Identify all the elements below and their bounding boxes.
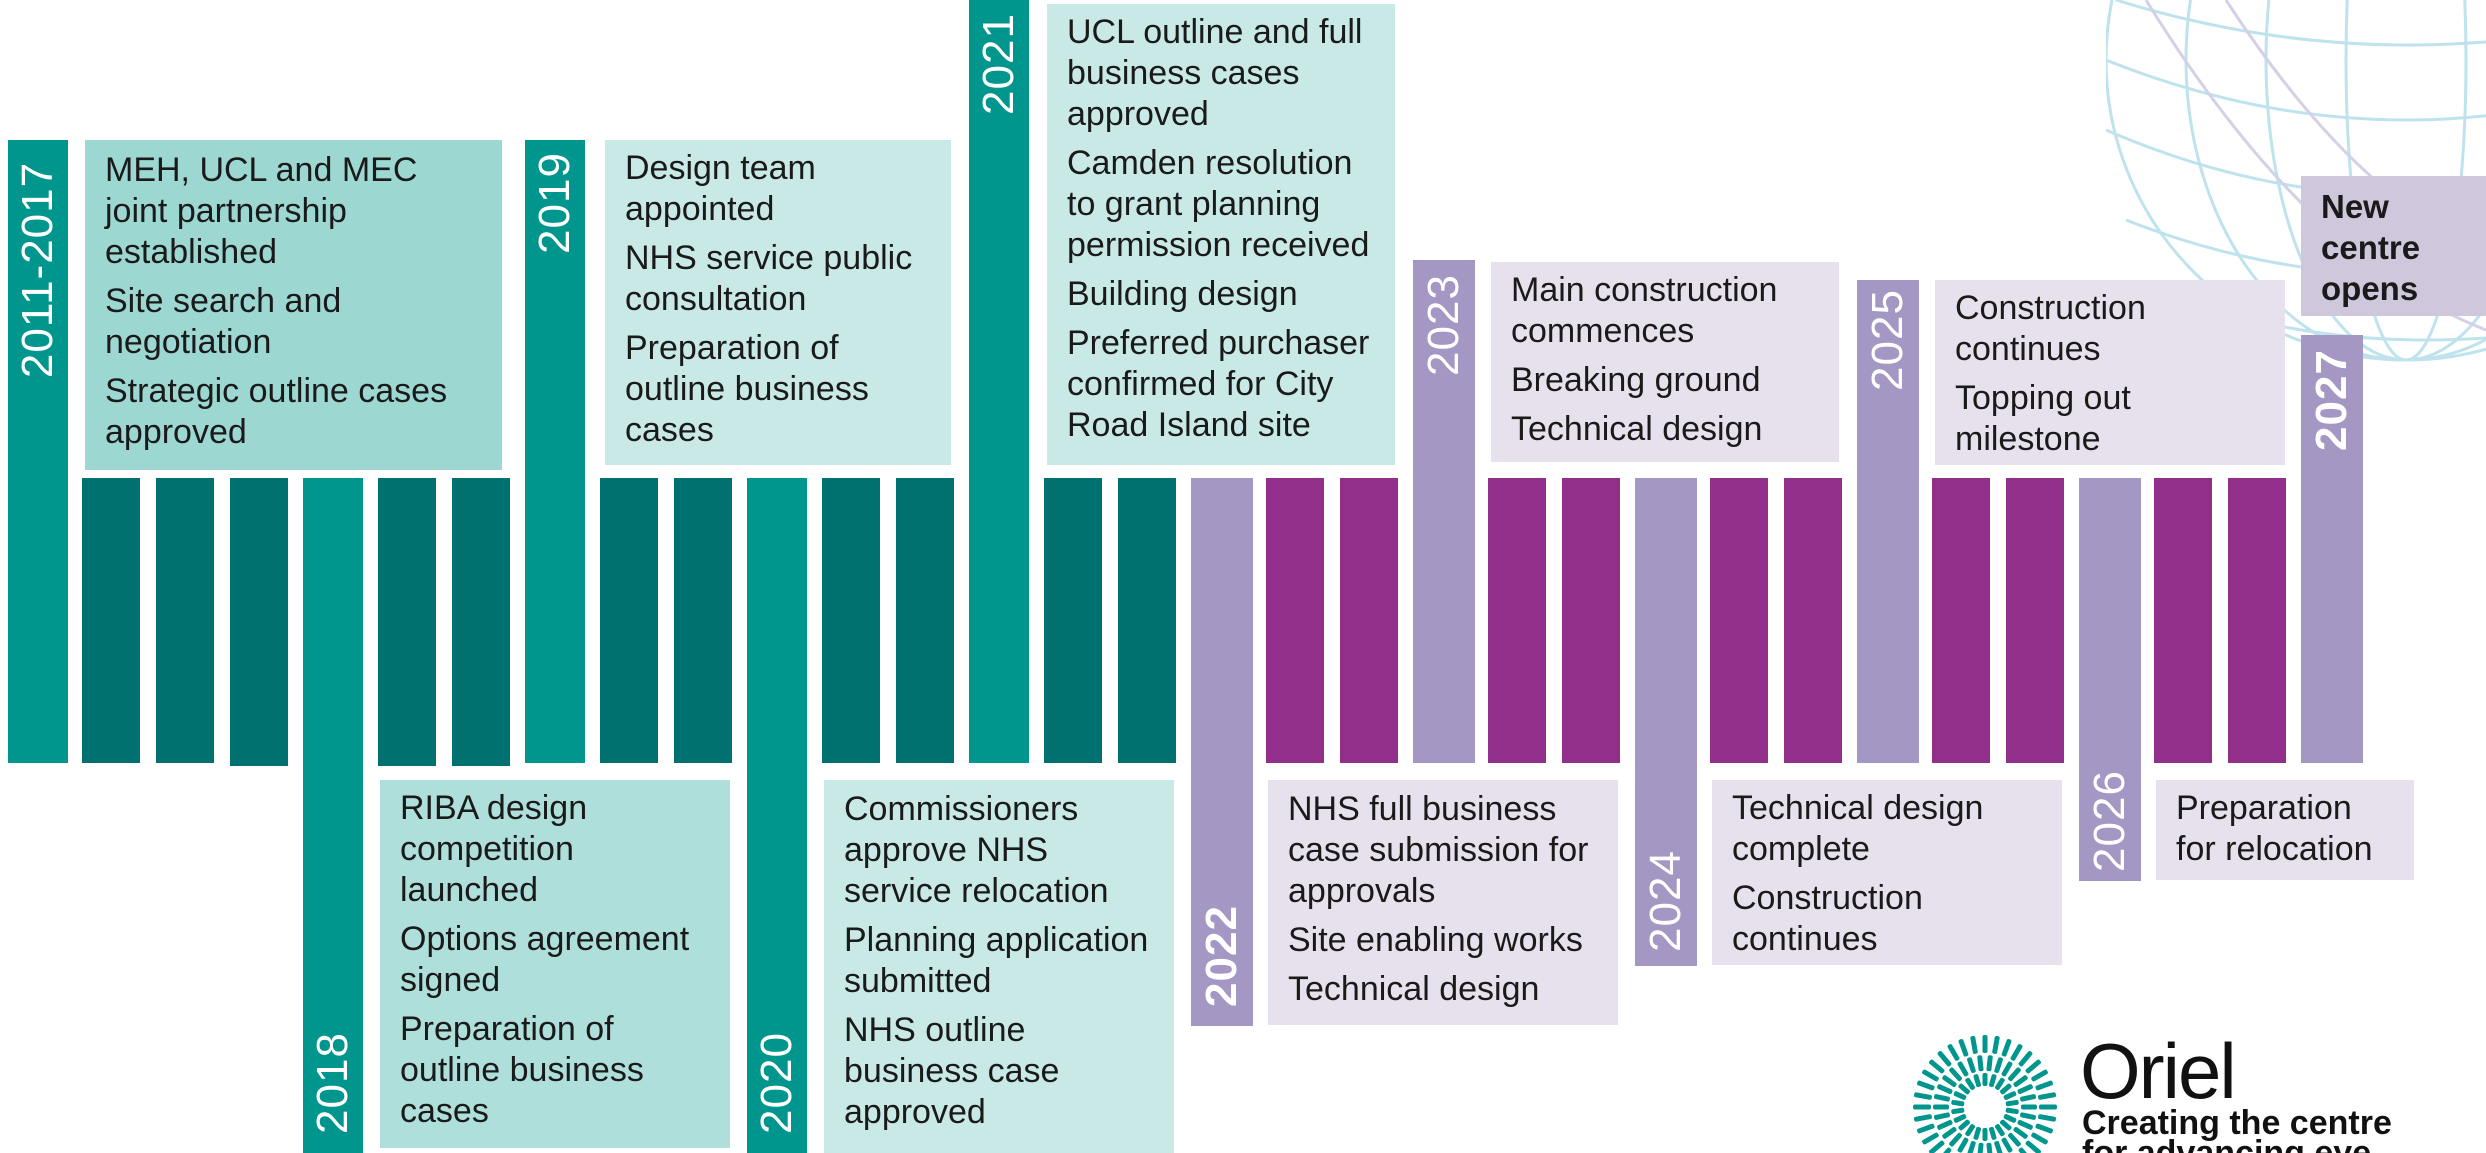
year-label: 2027 (2307, 349, 2357, 451)
milestone-box-2024: Technical design complete Construction c… (1712, 780, 2062, 965)
milestone-item: Building design (1067, 275, 1298, 313)
month-bar (1784, 478, 1842, 763)
month-bar (82, 478, 140, 763)
month-bar (896, 478, 954, 763)
year-bar-2011-2017: 2011-2017 (8, 140, 68, 763)
milestone-box-2019: Design team appointed NHS service public… (605, 140, 951, 465)
milestone-box-2022: NHS full business case submission for ap… (1268, 780, 1618, 1025)
milestone-box-2026: Preparation for relocation (2156, 780, 2414, 880)
milestone-item: RIBA design competition launched (400, 789, 588, 909)
milestone-box-2011-2017: MEH, UCL and MEC joint partnership estab… (85, 140, 502, 470)
month-bar (1488, 478, 1546, 763)
month-bar (2154, 478, 2212, 763)
month-bar (822, 478, 880, 763)
milestone-item: Planning application submitted (844, 921, 1149, 1000)
year-bar-2022: 2022 (1191, 478, 1253, 1026)
month-bar (1710, 478, 1768, 763)
sunburst-emblem-icon (1913, 1035, 2057, 1153)
milestone-box-2025: Construction continues Topping out miles… (1935, 280, 2285, 465)
milestone-item: UCL outline and full business cases appr… (1067, 13, 1363, 133)
milestone-item: NHS outline business case approved (844, 1011, 1060, 1131)
month-bar (1118, 478, 1176, 763)
year-label: 2026 (2085, 770, 2135, 872)
year-bar-2025: 2025 (1857, 280, 1919, 763)
milestone-item: Technical design (1511, 410, 1763, 448)
milestone-item: Commissioners approve NHS service reloca… (844, 790, 1109, 910)
oriel-logo: Oriel Creating the centre for advancing … (1900, 1022, 2486, 1153)
year-label: 2024 (1641, 850, 1691, 952)
milestone-item: Technical design complete (1732, 789, 1984, 868)
month-bar (2006, 478, 2064, 763)
year-label: 2021 (974, 13, 1024, 115)
milestone-item: Site enabling works (1288, 921, 1583, 959)
milestone-item: MEH, UCL and MEC joint partnership estab… (105, 151, 418, 271)
month-bar (230, 478, 288, 766)
milestone-box-2027: New centre opens (2301, 176, 2486, 316)
month-bar (378, 478, 436, 766)
logo-tagline: Creating the centre for advancing eye he… (2082, 1104, 2392, 1153)
milestone-item: NHS full business case submission for ap… (1288, 790, 1589, 910)
milestone-item: Preferred purchaser confirmed for City R… (1067, 324, 1370, 444)
year-bar-2023: 2023 (1413, 260, 1475, 763)
month-bar (1562, 478, 1620, 763)
milestone-item: Topping out milestone (1955, 379, 2131, 458)
year-bar-2026: 2026 (2079, 478, 2141, 881)
milestone-item: Camden resolution to grant planning perm… (1067, 144, 1370, 264)
year-label: 2011-2017 (13, 161, 62, 379)
year-label: 2018 (308, 1032, 358, 1134)
year-bar-2018: 2018 (303, 478, 363, 1153)
year-label: 2020 (752, 1032, 802, 1134)
month-bar (1044, 478, 1102, 763)
milestone-item: Preparation of outline business cases (400, 1010, 644, 1130)
milestone-item: Technical design (1288, 970, 1540, 1008)
milestone-item: Design team appointed (625, 149, 816, 228)
month-bar (1340, 478, 1398, 763)
year-bar-2019: 2019 (525, 140, 585, 763)
month-bar (600, 478, 658, 763)
year-label: 2023 (1419, 274, 1469, 376)
milestone-item: Main construction commences (1511, 271, 1778, 350)
month-bar (674, 478, 732, 763)
milestone-item: Preparation of outline business cases (625, 329, 869, 449)
year-label: 2019 (530, 151, 580, 254)
year-bar-2024: 2024 (1635, 478, 1697, 966)
month-bar (452, 478, 510, 766)
month-bar (156, 478, 214, 763)
milestone-item: Construction continues (1732, 879, 1923, 958)
milestone-item: NHS service public consultation (625, 239, 913, 318)
logo-wordmark: Oriel (2080, 1027, 2237, 1115)
milestone-item: Breaking ground (1511, 361, 1761, 399)
milestone-item: Strategic outline cases approved (105, 372, 448, 451)
milestone-item: Site search and negotiation (105, 282, 342, 361)
year-bar-2021: 2021 (969, 0, 1029, 763)
milestone-item: Construction continues (1955, 289, 2146, 368)
year-bar-2020: 2020 (747, 478, 807, 1153)
month-bar (2228, 478, 2286, 763)
milestone-box-2023: Main construction commences Breaking gro… (1491, 262, 1839, 462)
milestone-item: Options agreement signed (400, 920, 690, 999)
year-label: 2025 (1863, 289, 1913, 391)
year-label: 2022 (1197, 905, 1247, 1007)
milestone-item: New centre opens (2321, 188, 2421, 307)
month-bar (1266, 478, 1324, 763)
milestone-box-2018: RIBA design competition launched Options… (380, 780, 730, 1148)
milestone-box-2020: Commissioners approve NHS service reloca… (824, 780, 1174, 1153)
year-bar-2027: 2027 (2301, 335, 2363, 763)
milestone-box-2021: UCL outline and full business cases appr… (1047, 4, 1395, 465)
month-bar (1932, 478, 1990, 763)
milestone-item: Preparation for relocation (2176, 789, 2373, 868)
